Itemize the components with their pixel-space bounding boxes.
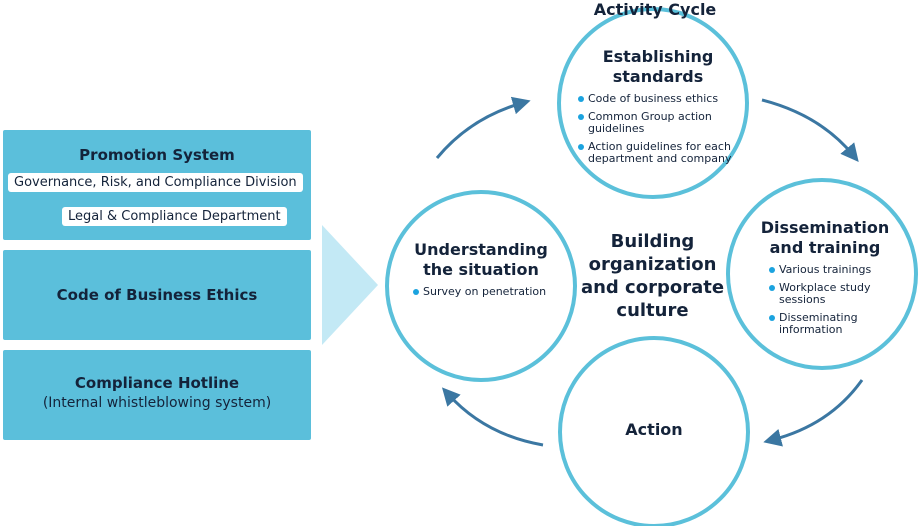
arrow-bottom-right [763, 379, 864, 447]
understanding-content: Understanding the situation Survey on pe… [405, 240, 557, 304]
code-of-ethics-box: Code of Business Ethics [3, 250, 311, 340]
activity-cycle-title: Activity Cycle [593, 0, 717, 19]
understanding-list: Survey on penetration [413, 286, 557, 298]
dissemination-content: Dissemination and training Various train… [755, 218, 895, 342]
establishing-list: Code of business ethics Common Group act… [578, 93, 738, 165]
list-item: Disseminating information [769, 312, 895, 336]
circle-action [558, 336, 750, 526]
promotion-system-title: Promotion System [79, 146, 235, 164]
arrow-top-left [435, 96, 531, 159]
department-label: Legal & Compliance Department [62, 207, 287, 226]
establishing-content: Establishing standards Code of business … [578, 47, 738, 171]
list-item: Common Group action guidelines [578, 111, 738, 135]
understanding-title: Understanding the situation [414, 240, 548, 279]
hotline-title: Compliance Hotline [74, 374, 240, 392]
list-item: Action guidelines for each department an… [578, 141, 738, 165]
action-title: Action [625, 420, 683, 439]
list-item: Survey on penetration [413, 286, 557, 298]
list-item: Code of business ethics [578, 93, 738, 105]
action-content: Action [559, 420, 749, 440]
dissemination-list: Various trainings Workplace study sessio… [769, 264, 895, 336]
division-label: Governance, Risk, and Compliance Divisio… [8, 173, 303, 192]
circle-dissemination [726, 178, 918, 370]
hotline-box: Compliance Hotline (Internal whistleblow… [3, 350, 311, 440]
chevron-arrow [322, 225, 378, 345]
arrow-top-right [761, 98, 859, 162]
dissemination-title: Dissemination and training [760, 218, 890, 257]
list-item: Various trainings [769, 264, 895, 276]
circle-establishing [557, 7, 749, 199]
center-text: Building organization and corporate cult… [580, 231, 725, 321]
code-of-ethics-title: Code of Business Ethics [56, 286, 258, 304]
circle-understanding [385, 190, 577, 382]
hotline-subtitle: (Internal whistleblowing system) [42, 395, 272, 411]
establishing-title: Establishing standards [602, 47, 714, 86]
list-item: Workplace study sessions [769, 282, 895, 306]
arrow-bottom-left [441, 387, 544, 447]
